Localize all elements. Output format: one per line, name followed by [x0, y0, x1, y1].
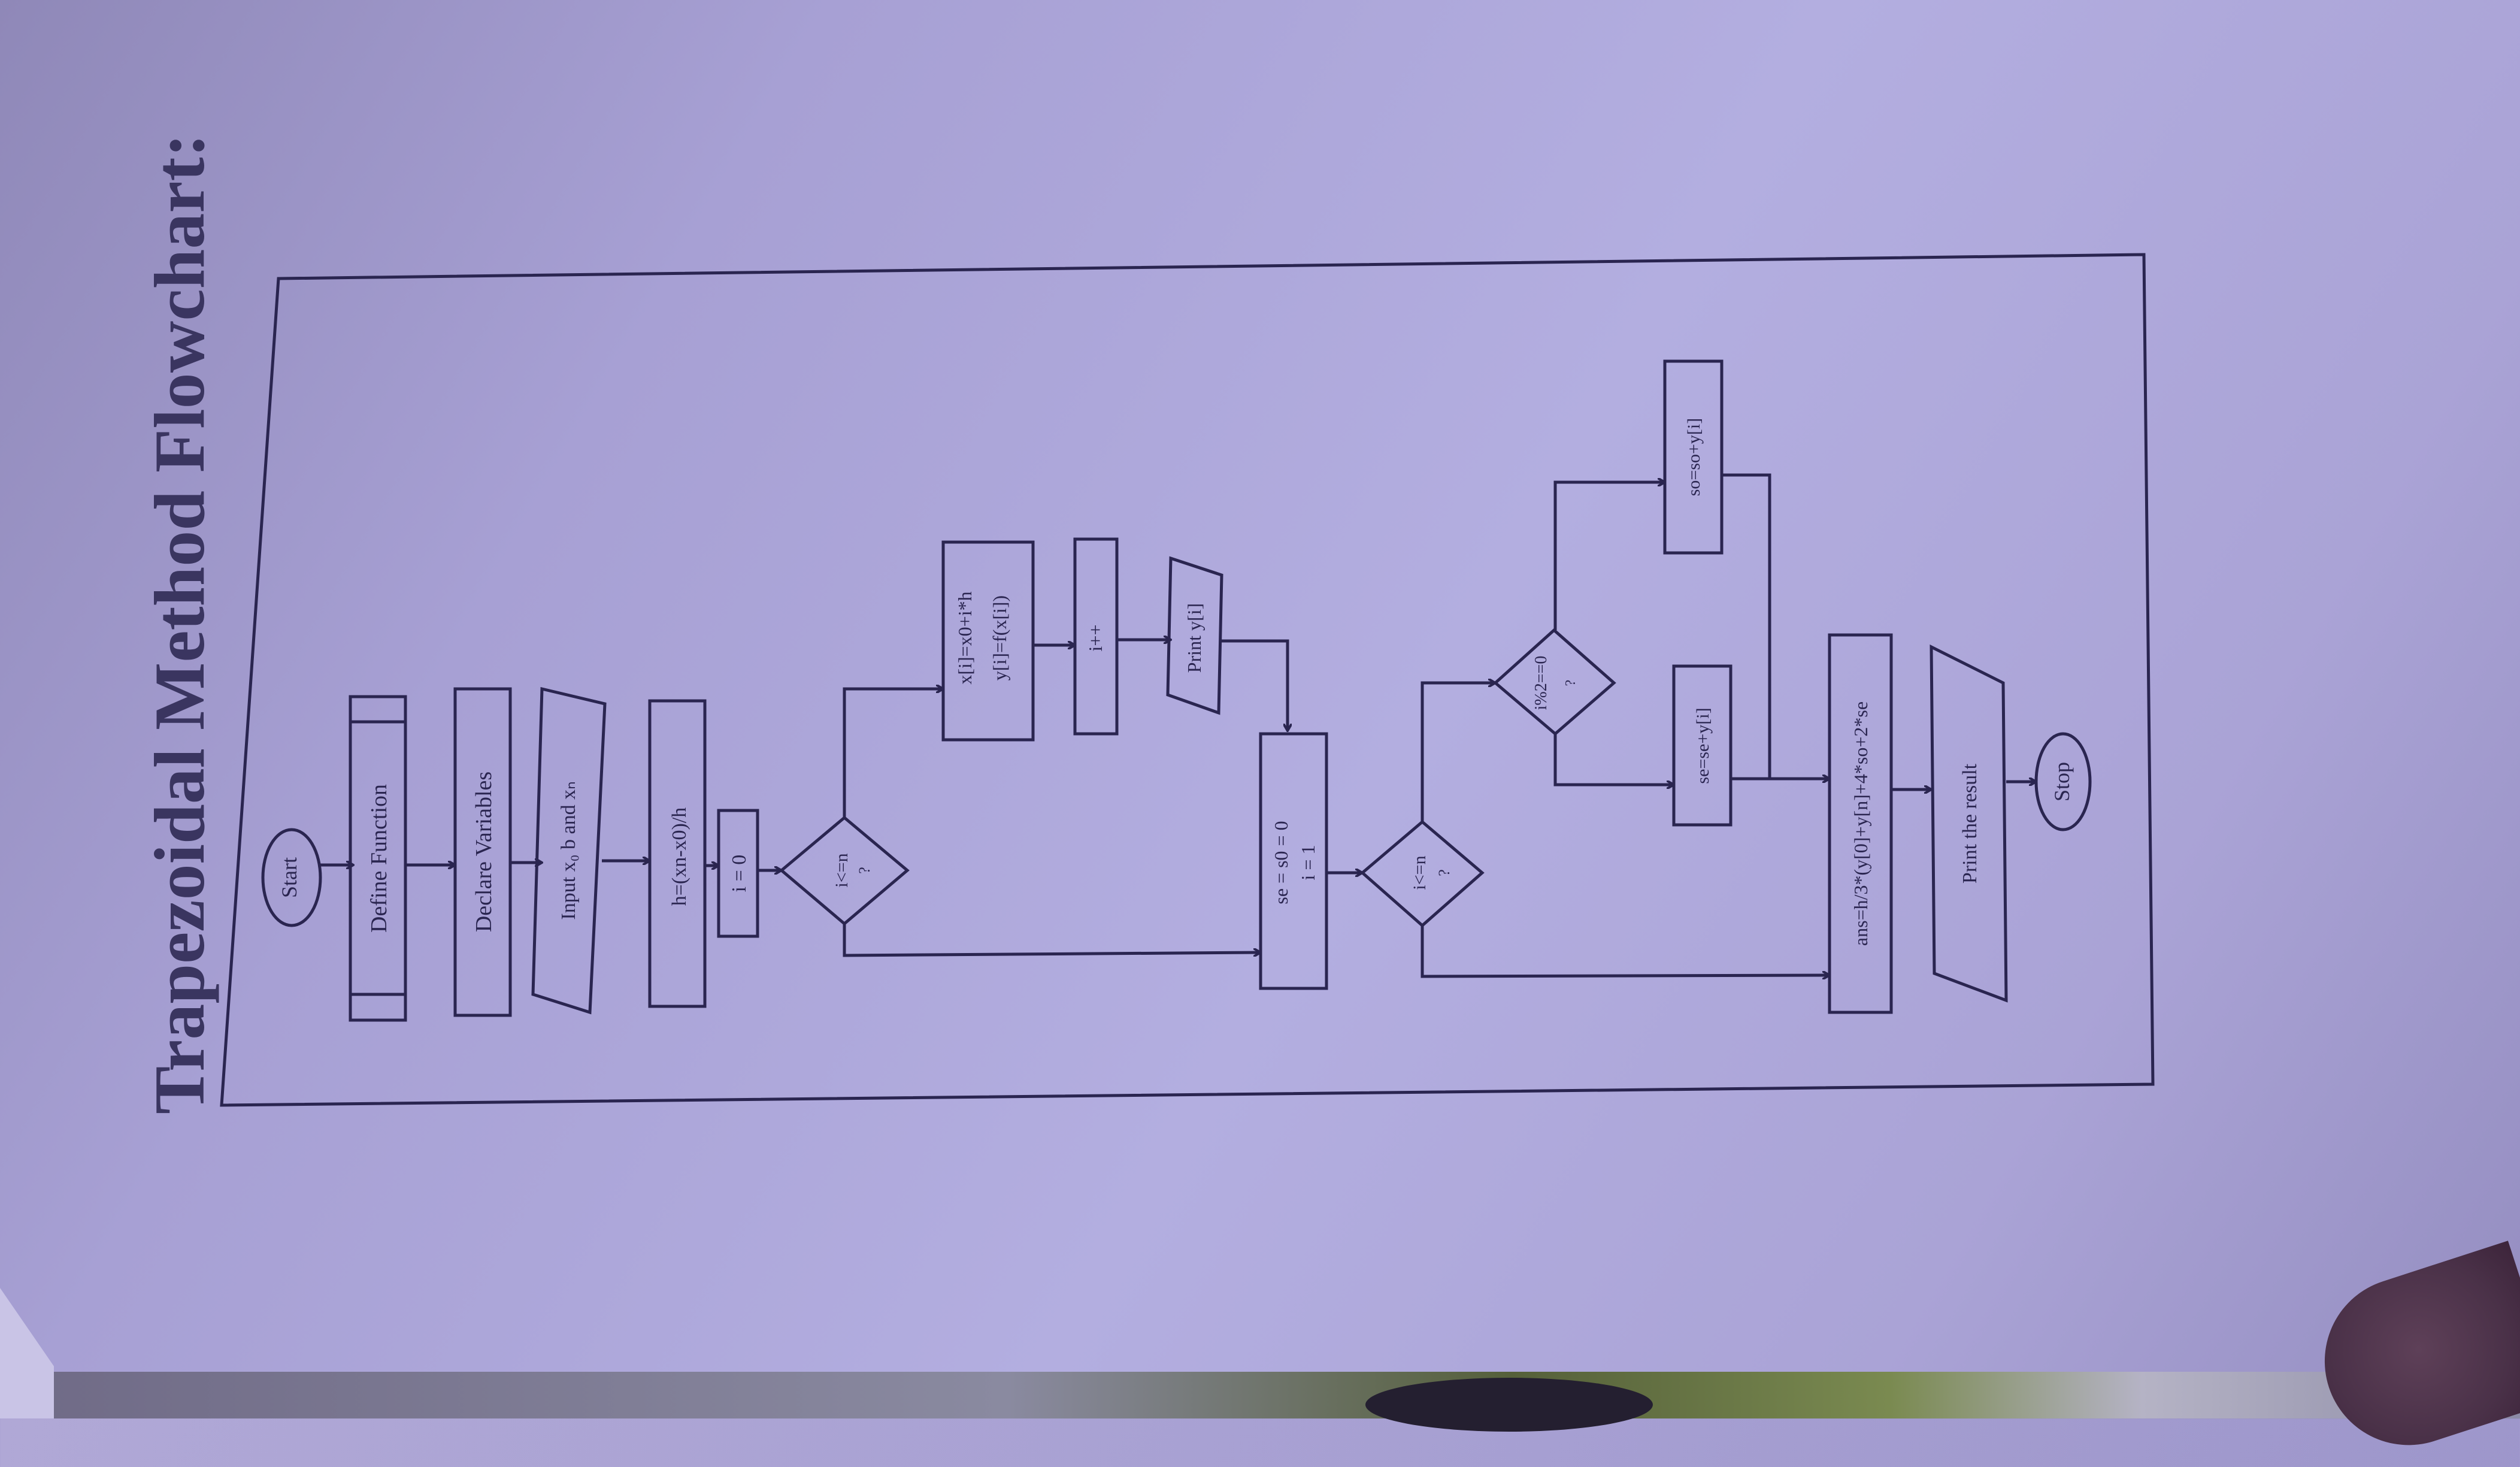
init-i2-label: i = 1: [1297, 845, 1319, 881]
parity-decision: [1493, 628, 1616, 736]
init-i-label: i = 0: [728, 855, 750, 893]
increment-box: [1073, 537, 1119, 736]
start-terminal: [261, 828, 322, 927]
print-result-parallelogram: [1930, 644, 2008, 1003]
compute-x-label: x[i]=x0+i*h: [954, 591, 976, 684]
define-function-label: Define Function: [367, 784, 392, 933]
loop1-q-label: ?: [856, 867, 873, 874]
define-function-box: [349, 695, 407, 1022]
loop2-cond-label: i<=n: [1410, 855, 1429, 890]
stop-label: Stop: [2050, 762, 2074, 801]
stop-terminal: [2034, 732, 2092, 831]
init-sums-box: [1259, 732, 1328, 990]
loop1-cond-label: i<=n: [832, 853, 852, 887]
input-label: Input x₀ b and xₙ: [558, 781, 580, 919]
increment-label: i++: [1085, 625, 1106, 652]
odd-sum-label: so=so+y[i]: [1684, 418, 1704, 497]
start-label: Start: [277, 857, 301, 898]
answer-box: [1828, 633, 1893, 1014]
compute-xy-box: [941, 540, 1035, 742]
even-sum-label: se=se+y[i]: [1693, 707, 1713, 784]
loop2-decision: [1360, 819, 1485, 928]
loop1-decision: [779, 815, 910, 926]
odd-sum-box: [1663, 359, 1724, 555]
init-i-box: [717, 809, 759, 938]
print-y-label: Print y[i]: [1183, 603, 1205, 673]
declare-variables-label: Declare Variables: [471, 772, 496, 932]
flowchart-frame: [220, 253, 2155, 1107]
even-sum-box: [1672, 664, 1732, 827]
compute-y-label: y[i]=f(x[i]): [989, 595, 1010, 680]
declare-variables-box: [453, 687, 512, 1017]
parity-cond-label: i%2==0: [1532, 656, 1550, 710]
print-result-label: Print the result: [1959, 763, 1981, 884]
input-parallelogram: [531, 686, 607, 1015]
print-y-parallelogram: [1166, 556, 1223, 715]
photographed-page: [0, 0, 2520, 1418]
compute-h-label: h=(xn-x0)/h: [668, 807, 690, 906]
page-title: Trapezoidal Method Flowchart:: [140, 133, 219, 1114]
init-sums-label: se = s0 = 0: [1270, 821, 1292, 904]
flowchart-diagram: Trapezoidal Method Flowchart:: [140, 133, 2155, 1114]
table-surface: [0, 1372, 2520, 1418]
loop2-q-label: ?: [1435, 869, 1453, 876]
answer-label: ans=h/3*(y[0]+y[n]+4*so+2*se: [1850, 701, 1871, 946]
compute-h-box: [648, 699, 707, 1008]
parity-q-label: ?: [1563, 680, 1579, 686]
